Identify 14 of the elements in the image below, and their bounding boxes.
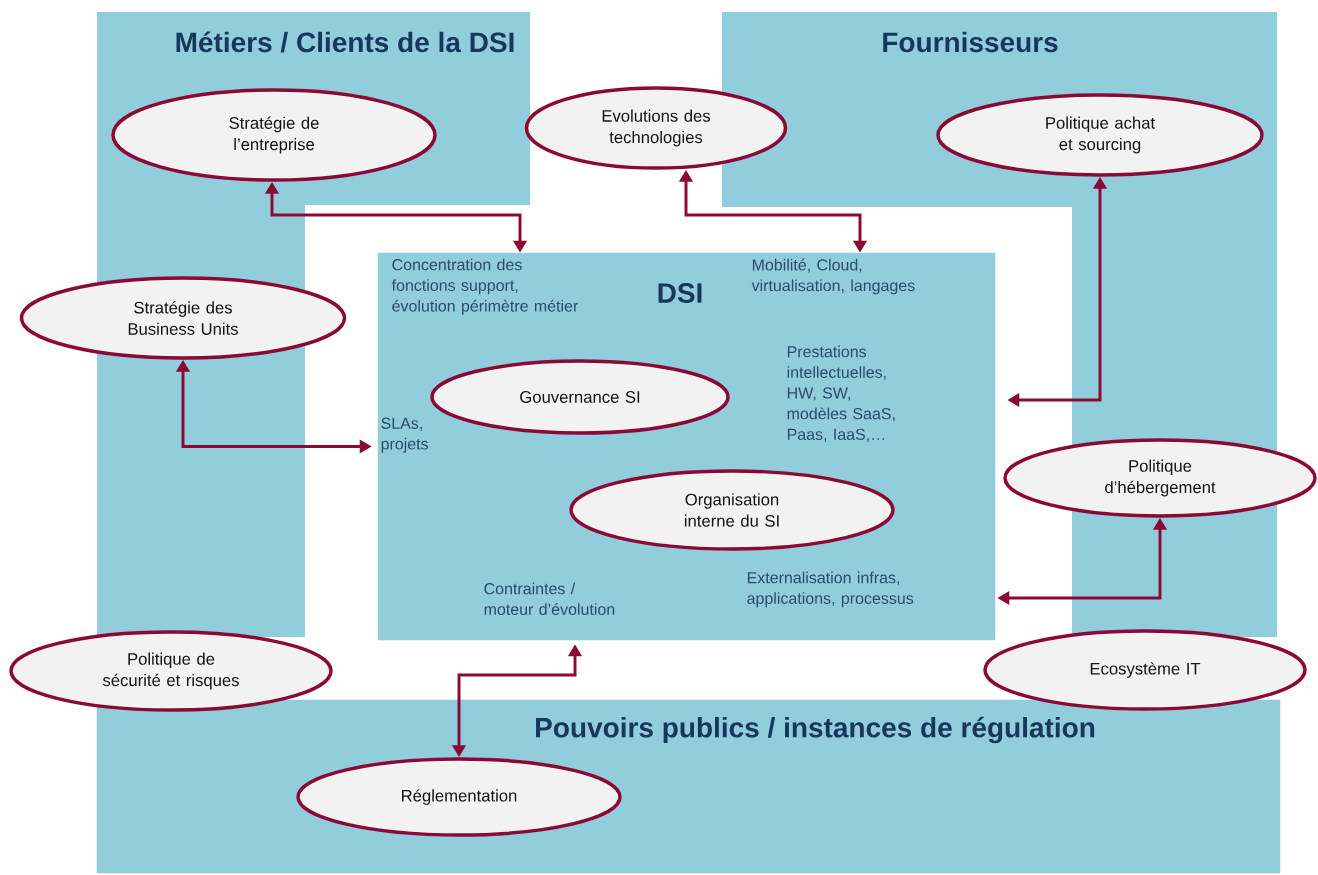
text-label: Externalisation infras, applications, processus — [747, 571, 914, 608]
ellipse-node: Evolutions des technologies — [524, 86, 788, 170]
ellipse-node: Gouvernance SI — [430, 359, 730, 435]
ellipse-node: Ecosystème IT — [983, 629, 1307, 711]
text-label: SLAs, projets — [381, 417, 429, 453]
text-label: Mobilité, Cloud, virtualisation, langages — [751, 258, 915, 295]
ellipse-node: Stratégie des Business Units — [19, 276, 347, 360]
ellipse-node: Politique d’hébergement — [1003, 438, 1317, 518]
text-label: Prestations intellectuelles, HW, SW, modèles SaaS, Paas, IaaS,… — [787, 345, 895, 442]
ellipse-node: Réglementation — [296, 757, 622, 837]
ellipse-node: Politique achat et sourcing — [936, 93, 1264, 177]
ellipse-node: Politique de sécurité et risques — [9, 630, 333, 712]
ellipse-node: Stratégie de l’entreprise — [111, 88, 437, 182]
ellipse-node: Organisation interne du SI — [569, 469, 895, 551]
